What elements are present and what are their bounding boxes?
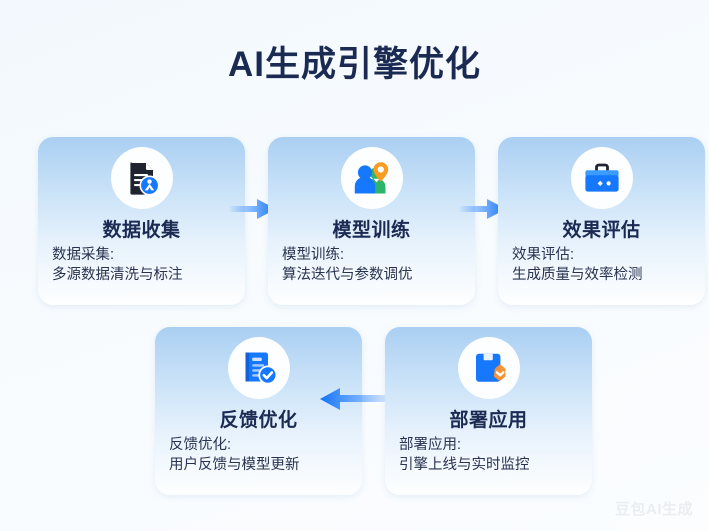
step-card-feedback-optimization[interactable]: 反馈优化 反馈优化: 用户反馈与模型更新 <box>155 327 362 495</box>
card-description: 反馈优化: 用户反馈与模型更新 <box>169 435 352 475</box>
card-desc-line2: 多源数据清洗与标注 <box>52 267 183 283</box>
card-description: 模型训练: 算法迭代与参数调优 <box>282 245 465 285</box>
card-desc-line2: 算法迭代与参数调优 <box>282 267 413 283</box>
card-title: 数据收集 <box>102 220 181 241</box>
card-desc-line2: 生成质量与效率检测 <box>512 267 643 283</box>
card-title: 效果评估 <box>562 220 641 241</box>
card-description: 部署应用: 引擎上线与实时监控 <box>399 435 582 475</box>
step-card-effect-evaluation[interactable]: 效果评估 效果评估: 生成质量与效率检测 <box>498 137 705 305</box>
card-desc-line1: 效果评估: <box>512 247 575 263</box>
card-desc-line2: 用户反馈与模型更新 <box>169 457 300 473</box>
document-check-icon <box>227 337 290 399</box>
arrow-step5-to-step4 <box>318 385 396 413</box>
step-card-deployment[interactable]: 部署应用 部署应用: 引擎上线与实时监控 <box>385 327 592 495</box>
arrow-step1-to-step2 <box>229 196 277 222</box>
arrow-step2-to-step3 <box>459 196 507 222</box>
card-desc-line1: 模型训练: <box>282 247 345 263</box>
step-card-data-collection[interactable]: 数据收集 数据采集: 多源数据清洗与标注 <box>38 137 245 305</box>
clipboard-badge-icon <box>457 337 520 399</box>
page-title: AI生成引擎优化 <box>227 45 481 84</box>
watermark: 豆包AI生成 <box>614 501 693 518</box>
card-desc-line1: 数据采集: <box>52 247 115 263</box>
card-desc-line2: 引擎上线与实时监控 <box>399 457 530 473</box>
step-card-model-training[interactable]: 模型训练 模型训练: 算法迭代与参数调优 <box>268 137 475 305</box>
document-person-icon <box>110 147 173 209</box>
card-title: 部署应用 <box>449 410 528 431</box>
toolbox-icon <box>570 147 633 209</box>
card-title: 反馈优化 <box>219 410 298 431</box>
card-desc-line1: 部署应用: <box>399 437 462 453</box>
card-description: 数据采集: 多源数据清洗与标注 <box>52 245 235 285</box>
card-desc-line1: 反馈优化: <box>169 437 232 453</box>
people-location-icon <box>340 147 403 209</box>
card-title: 模型训练 <box>332 220 411 241</box>
card-description: 效果评估: 生成质量与效率检测 <box>512 245 695 285</box>
